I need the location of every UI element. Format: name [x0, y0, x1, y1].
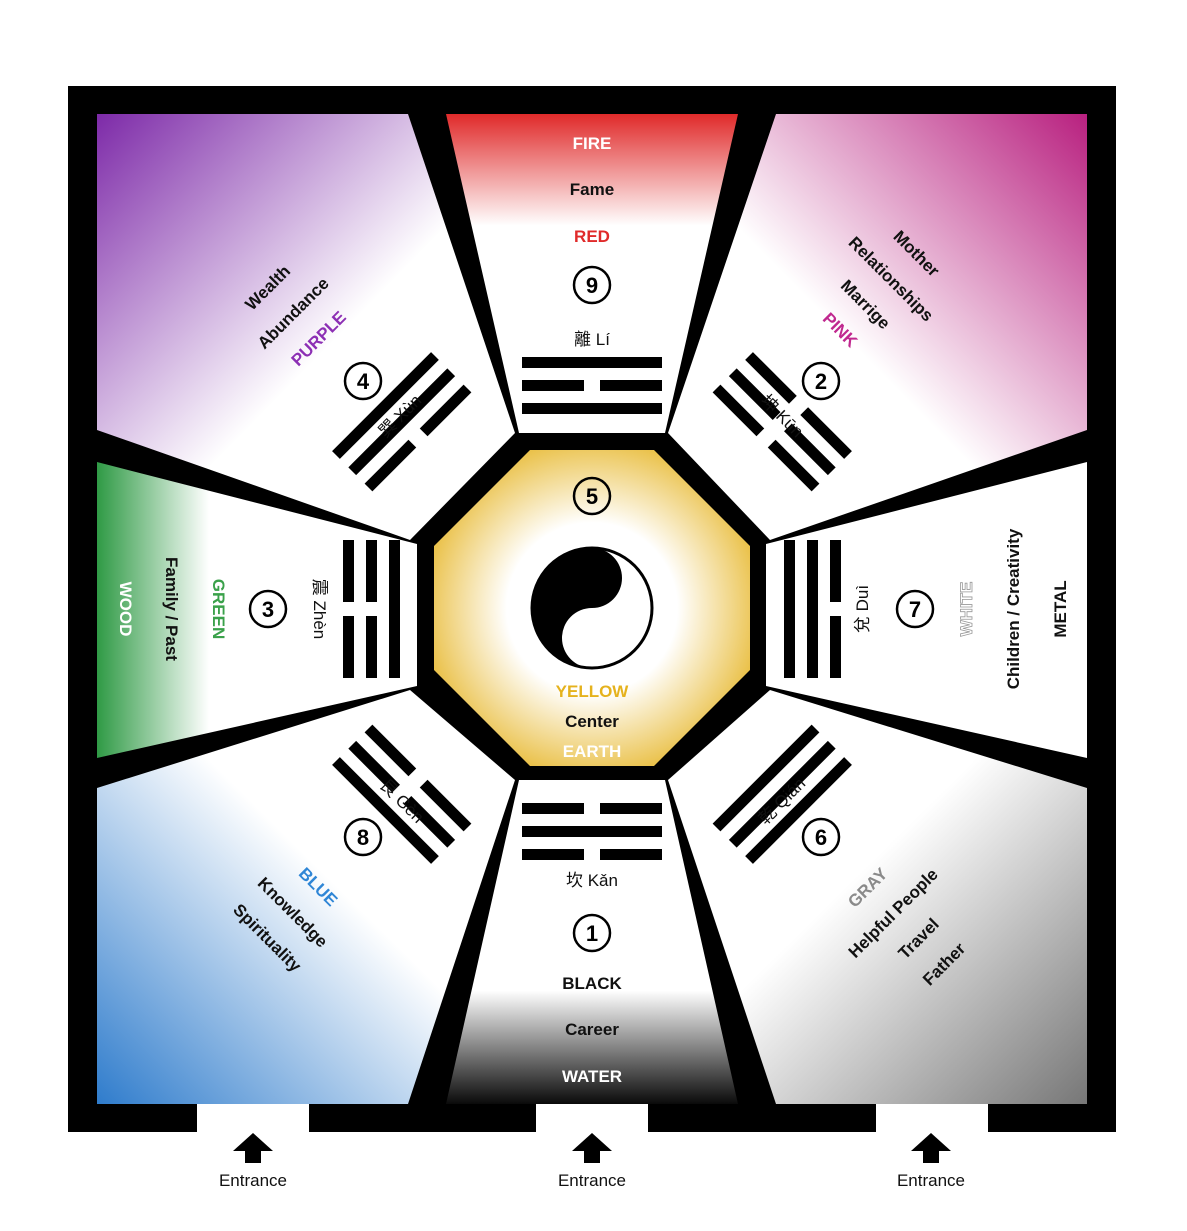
center-number: 5	[586, 484, 598, 509]
water-trigram-label: 坎 Kǎn	[566, 871, 618, 890]
fire-trigram-label: 離 Lí	[574, 330, 610, 349]
water-aspect: Career	[565, 1020, 619, 1039]
center-aspect: Center	[565, 712, 619, 731]
wood-color-name: GREEN	[209, 579, 228, 639]
metal-color-name: WHITE	[957, 582, 976, 637]
fire-number: 9	[586, 273, 598, 298]
gen-number-badge	[343, 817, 383, 857]
metal-element: METAL	[1051, 580, 1070, 637]
entrance-gap-center	[536, 1104, 648, 1132]
zone-knowledge	[97, 690, 515, 1104]
wood-number-badge	[248, 589, 288, 629]
trigram-li	[522, 357, 662, 414]
trigram-zhen	[343, 540, 400, 678]
xun-number-badge	[343, 361, 383, 401]
water-number-badge	[572, 913, 612, 953]
qian-number: 6	[815, 825, 827, 850]
metal-aspect: Children / Creativity	[1004, 528, 1023, 689]
zone-wealth	[97, 114, 515, 540]
fire-color-name: RED	[574, 227, 610, 246]
water-number: 1	[586, 921, 598, 946]
wood-trigram-label: 震 Zhèn	[310, 579, 329, 639]
up-arrow-icon	[233, 1133, 273, 1163]
trigram-gen	[332, 724, 472, 864]
wood-number: 3	[262, 597, 274, 622]
entrance-label-center: Entrance	[558, 1171, 626, 1190]
water-color-name: BLACK	[562, 974, 622, 993]
trigram-xun	[332, 352, 472, 492]
up-arrow-icon	[572, 1133, 612, 1163]
entrance-label-right: Entrance	[897, 1171, 965, 1190]
qian-number-badge	[801, 817, 841, 857]
metal-number-badge	[895, 589, 935, 629]
entrance-gap-right	[876, 1104, 988, 1132]
trigram-qian	[712, 724, 852, 864]
metal-number: 7	[909, 597, 921, 622]
trigram-dui	[784, 540, 841, 678]
fire-number-badge	[572, 265, 612, 305]
water-element: WATER	[562, 1067, 622, 1086]
zone-helpful-people	[668, 690, 1087, 1104]
xun-number: 4	[357, 369, 370, 394]
trigram-kan	[522, 803, 662, 860]
yin-yang-icon	[530, 546, 654, 670]
wood-element: WOOD	[116, 582, 135, 637]
up-arrow-icon	[911, 1133, 951, 1163]
fire-element: FIRE	[573, 134, 612, 153]
kun-number-badge	[801, 361, 841, 401]
center-color-name: YELLOW	[556, 682, 630, 701]
entrance-label-left: Entrance	[219, 1171, 287, 1190]
center-element: EARTH	[563, 742, 622, 761]
kun-number: 2	[815, 369, 827, 394]
wood-aspect: Family / Past	[162, 557, 181, 661]
center-number-badge	[572, 476, 612, 516]
metal-trigram-label: 兌 Duì	[853, 585, 872, 633]
trigram-kun	[712, 352, 852, 492]
gen-number: 8	[357, 825, 369, 850]
entrance-gap-left	[197, 1104, 309, 1132]
fire-aspect: Fame	[570, 180, 614, 199]
zone-relationships	[668, 114, 1087, 540]
